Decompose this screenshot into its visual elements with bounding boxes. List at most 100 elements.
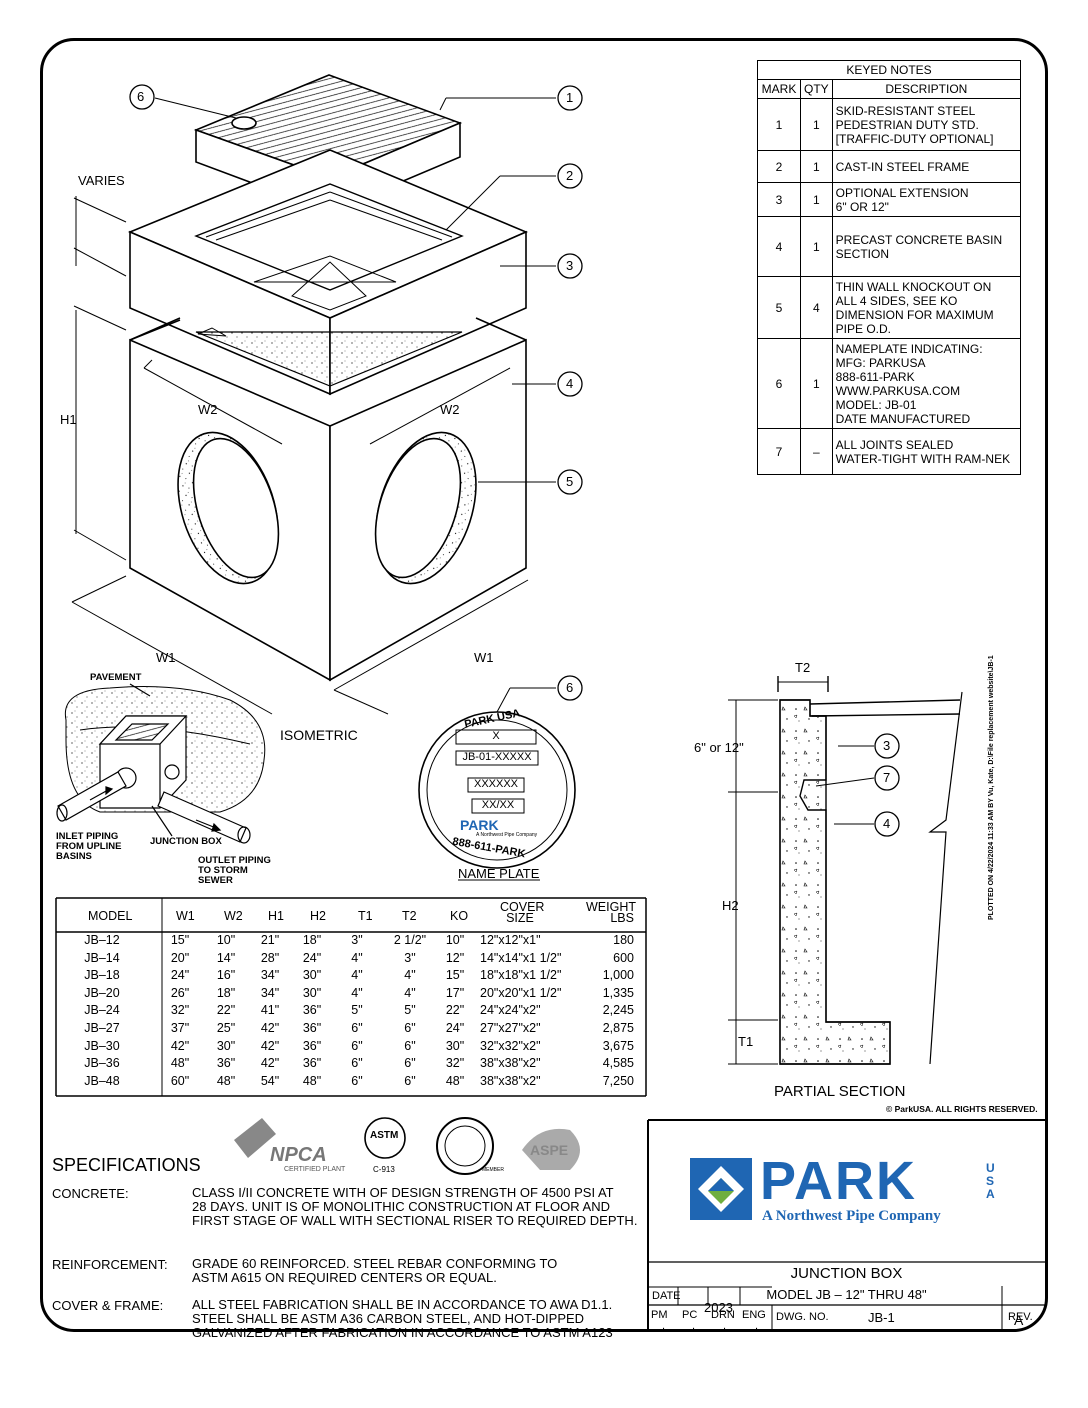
table-cell: 22" — [216, 1003, 236, 1018]
table-cell: 30" — [302, 985, 322, 1000]
model-cell: JB–27 — [84, 1021, 120, 1035]
nameplate-tagline: A Northwest Pipe Company — [476, 832, 538, 838]
table-cell: 24" — [445, 1021, 465, 1035]
description-header: DESCRIPTION — [831, 79, 1022, 99]
table-cell: 20"x20"x1 1/2" — [480, 985, 562, 1000]
table-cell: 42" — [260, 1038, 280, 1053]
model-cell: JB–36 — [84, 1056, 120, 1071]
h1-label: H1 — [60, 412, 77, 427]
table-cell: 3" — [351, 933, 363, 947]
table-cell: 28" — [260, 950, 280, 965]
specifications-title: SPECIFICATIONS — [52, 1155, 201, 1175]
table-cell: 42" — [170, 1038, 190, 1053]
table-cell: 15" — [445, 968, 465, 983]
astm-logo: ASTM — [370, 1130, 399, 1141]
context-sketch — [56, 683, 266, 844]
table-cell: 6" — [351, 1021, 363, 1035]
nameplate-field-1: X — [492, 730, 500, 742]
model-cell: JB–24 — [84, 1003, 120, 1018]
title-block-rules — [647, 1119, 1045, 1332]
junction-box-label: JUNCTION BOX — [150, 836, 222, 847]
spec-concrete-label: CONCRETE: — [52, 1186, 129, 1201]
table-cell: 48" — [302, 1073, 322, 1088]
table-cell: 3,675 — [602, 1038, 634, 1053]
table-cell: 36" — [302, 1038, 322, 1053]
pavement-label: PAVEMENT — [90, 672, 142, 683]
table-cell: 48" — [170, 1056, 190, 1071]
table-cell: 42" — [260, 1056, 280, 1071]
plotted-stamp: PLOTTED ON 4/22/2024 11:33 AM BY Vu, Kat… — [988, 655, 995, 920]
model-table-rules — [55, 897, 647, 1097]
model-cell: JB–18 — [84, 968, 120, 983]
table-cell: 5" — [404, 1003, 416, 1018]
table-cell: 4" — [351, 985, 363, 1000]
park-subtitle: A Northwest Pipe Company — [762, 1208, 941, 1224]
table-cell: 14" — [216, 950, 236, 965]
table-cell: 54" — [260, 1073, 280, 1088]
date-label: DATE — [652, 1290, 681, 1302]
table-cell: 38"x38"x2" — [480, 1056, 541, 1071]
table-cell: 3" — [404, 950, 416, 965]
nameplate-logo: PARK — [460, 817, 499, 833]
table-cell: 12" — [445, 950, 465, 965]
table-cell: 27"x27"x2" — [480, 1021, 541, 1035]
isometric-label: ISOMETRIC — [280, 727, 358, 743]
table-cell: 48" — [445, 1073, 465, 1088]
col-header-ko: KO — [450, 909, 469, 923]
drn-label: DRN — [711, 1309, 735, 1321]
t2-label: T2 — [795, 660, 811, 675]
mark-header: MARK — [757, 79, 801, 99]
h2-label: H2 — [722, 898, 739, 913]
dwg-no: JB-1 — [868, 1310, 895, 1325]
spec-reinforcement-text: GRADE 60 REINFORCED. STEEL REBAR CONFORM… — [192, 1256, 558, 1285]
table-cell: 36" — [302, 1056, 322, 1071]
table-cell: 6" — [351, 1056, 363, 1071]
table-cell: 34" — [260, 968, 280, 983]
table-cell: 6" — [404, 1056, 416, 1071]
park-logo-mark — [690, 1158, 752, 1220]
table-cell: 5" — [351, 1003, 363, 1018]
pm-label: PM — [651, 1309, 668, 1321]
table-cell: 41" — [260, 1003, 280, 1018]
isometric-view — [71, 74, 583, 715]
table-cell: 2 1/2" — [393, 933, 427, 947]
eng-value: . — [755, 1320, 759, 1332]
table-cell: 36" — [216, 1056, 236, 1071]
callout-leaders — [154, 97, 556, 483]
table-cell: 18" — [216, 985, 236, 1000]
table-cell: 60" — [170, 1073, 190, 1088]
table-cell: 20" — [170, 950, 190, 965]
qty-header: QTY — [800, 79, 833, 99]
nameplate-field-2: JB-01-XXXXX — [462, 751, 532, 763]
callout-bubbles — [129, 84, 583, 495]
table-cell: 15" — [170, 933, 190, 947]
dimension-lines — [71, 196, 529, 715]
callout-6: 6 — [137, 89, 145, 104]
table-cell: 7,250 — [602, 1073, 634, 1088]
rev-label: REV. — [1008, 1311, 1033, 1323]
ase-member: MEMBER — [482, 1167, 504, 1173]
varies-label: VARIES — [78, 173, 125, 188]
drawing-subtitle: MODEL JB – 12" THRU 48" — [766, 1287, 927, 1302]
nameplate-callout: 6 — [566, 680, 574, 695]
nameplate-drawing — [418, 675, 583, 881]
table-cell: 1,335 — [602, 985, 634, 1000]
npca-sub: CERTIFIED PLANT — [284, 1166, 346, 1173]
callout-5: 5 — [566, 474, 574, 489]
table-cell: 6" — [351, 1038, 363, 1053]
basin-body — [129, 317, 527, 682]
col-header-w2: W2 — [224, 909, 243, 923]
nameplate-field-3: XXXXXX — [473, 778, 519, 790]
model-cell: JB–20 — [84, 985, 120, 1000]
aspe-logo: ASPE — [530, 1142, 569, 1158]
callout-1: 1 — [566, 90, 574, 105]
table-cell: 17" — [445, 985, 465, 1000]
table-cell: 12"x12"x1" — [480, 933, 541, 947]
